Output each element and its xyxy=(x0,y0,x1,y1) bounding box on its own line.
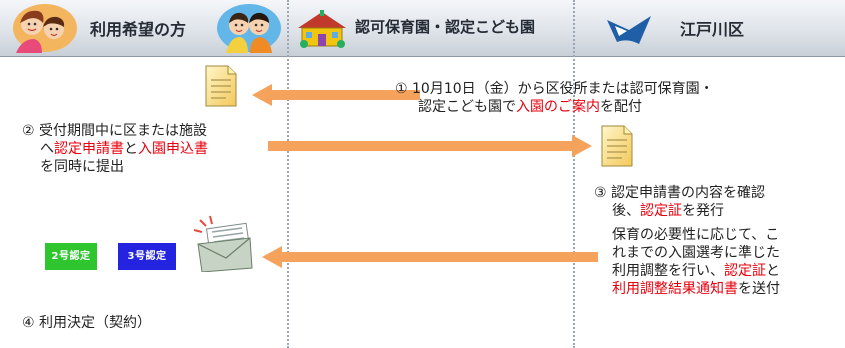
col2-title: 認可保育園・認定こども園 xyxy=(355,18,536,36)
note-line2: れまでの入園選考に準じた xyxy=(612,245,780,261)
note-line1: 保育の必要性に応じて、こ xyxy=(612,227,780,243)
step2-line2: へ認定申請書と入園申込書 xyxy=(40,141,208,157)
badge-type2-certification: 2号認定 xyxy=(45,243,97,270)
family-icon xyxy=(13,4,77,53)
step3-line1: ③ 認定申請書の内容を確認 xyxy=(594,185,766,201)
note-line3: 利用調整を行い、認定証と xyxy=(612,263,780,279)
col3-title: 江戸川区 xyxy=(680,20,745,39)
city-emblem-icon xyxy=(607,16,651,44)
step1-line2: 認定こども園で入園のご案内を配付 xyxy=(418,99,642,115)
arrow-submit-application xyxy=(268,135,592,157)
note-line4: 利用調整結果通知書を送付 xyxy=(612,281,780,297)
children-icon xyxy=(217,4,281,53)
step2-line1: ② 受付期間中に区または施設 xyxy=(22,123,208,139)
document-icon xyxy=(205,65,237,107)
building-icon xyxy=(298,10,346,48)
envelope-icon xyxy=(193,215,253,272)
col1-title: 利用希望の方 xyxy=(90,20,187,39)
column-divider-2 xyxy=(573,0,575,348)
step4-line1: ④ 利用決定（契約） xyxy=(22,315,152,331)
badge-type3-certification: 3号認定 xyxy=(118,243,176,270)
step1-line1: ① 10月10日（金）から区役所または認可保育園・ xyxy=(395,81,714,97)
document-icon xyxy=(601,125,633,167)
header-bar xyxy=(0,0,845,57)
arrow-send-certificate xyxy=(262,246,598,268)
arrow-distribute-guide xyxy=(252,84,420,106)
column-divider-1 xyxy=(287,0,289,348)
step3-line2: 後、認定証を発行 xyxy=(612,203,724,219)
step2-line3: を同時に提出 xyxy=(40,159,124,175)
